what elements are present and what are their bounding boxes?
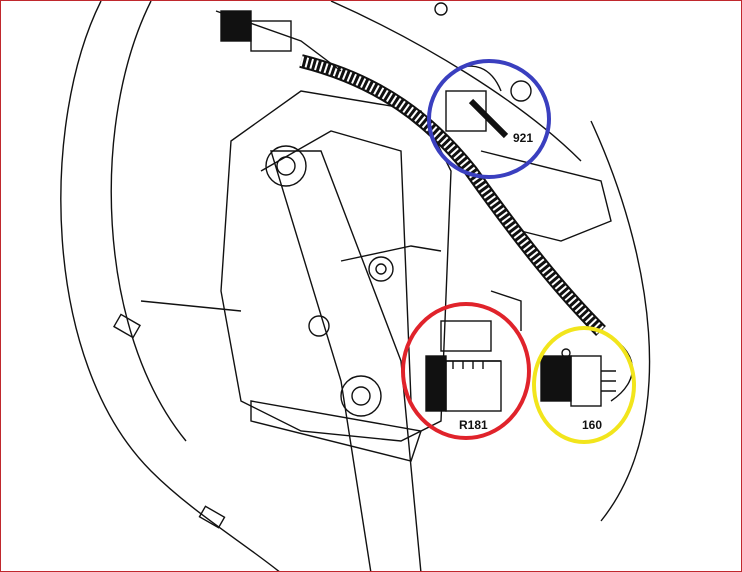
label-921: 921 xyxy=(513,131,534,145)
callout-circle-160 xyxy=(532,326,636,444)
connector-160 xyxy=(540,348,616,407)
wire-harness xyxy=(215,10,634,402)
label-r181: R181 xyxy=(459,418,488,432)
connector-921 xyxy=(445,65,532,139)
connector-r181 xyxy=(425,320,502,412)
callout-circle-921 xyxy=(427,59,551,179)
pedal-arm xyxy=(250,145,442,571)
body-outline xyxy=(60,1,651,571)
callout-circle-r181 xyxy=(401,302,531,440)
studs xyxy=(113,2,448,529)
label-160: 160 xyxy=(582,418,603,432)
